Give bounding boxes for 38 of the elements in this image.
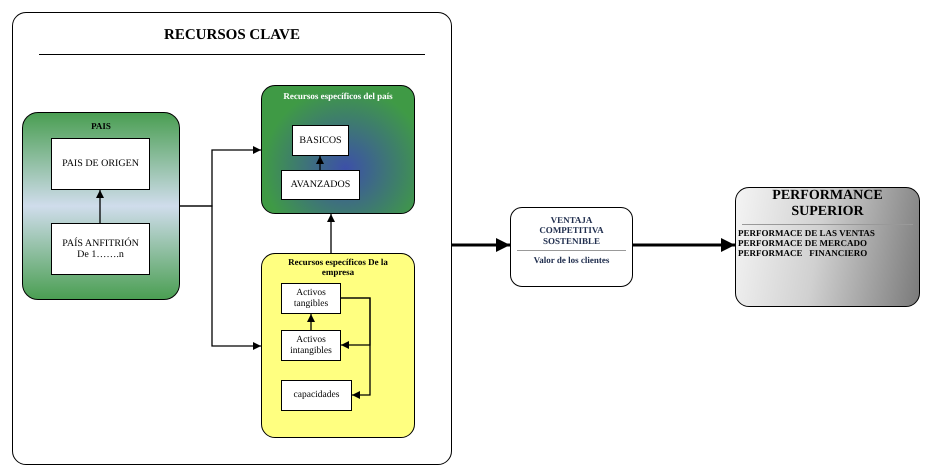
node-label: PERFORMACE DE LAS VENTAS <box>737 229 876 240</box>
node-label: PAÍS ANFITRIÓN De 1…….n <box>61 238 140 260</box>
result-box <box>735 187 920 307</box>
process-box <box>281 330 341 361</box>
heading: VENTAJA COMPETITIVA SOSTENIBLE <box>538 215 605 246</box>
heading: Recursos específicos del país <box>282 91 394 102</box>
arrow <box>452 238 510 252</box>
node-label: PERFORMACE FINANCIERO <box>737 248 868 259</box>
process-box <box>281 380 352 411</box>
arrow <box>327 214 335 253</box>
arrow <box>180 205 261 350</box>
process-box <box>51 138 150 190</box>
node-label: Activos tangibles <box>292 288 330 310</box>
heading: Recursos específicos De la empresa <box>287 257 389 278</box>
result-box <box>510 207 633 287</box>
node-label: BASICOS <box>298 134 343 146</box>
heading: RECURSOS CLAVE <box>162 27 301 44</box>
group-box <box>22 112 180 300</box>
process-box <box>292 125 349 156</box>
arrow <box>633 238 735 252</box>
process-box <box>51 223 150 275</box>
arrow <box>307 314 315 330</box>
node-label: PERFORMACE DE MERCADO <box>737 239 868 249</box>
heading: PAIS <box>90 121 112 132</box>
group-box <box>261 253 415 438</box>
arrow <box>316 156 324 170</box>
arrow <box>96 190 104 223</box>
node-label: AVANZADOS <box>290 179 352 191</box>
node-label: PAIS DE ORIGEN <box>61 158 140 170</box>
node-label: Activos intangibles <box>289 334 333 356</box>
process-box <box>281 283 341 314</box>
arrow <box>341 297 371 399</box>
node-label: capacidades <box>292 390 340 401</box>
heading: PERFORMANCE SUPERIOR <box>771 188 884 220</box>
node-label: Valor de los clientes <box>532 255 610 266</box>
group-panel <box>12 12 452 465</box>
group-box <box>261 85 415 214</box>
process-box <box>281 170 360 200</box>
